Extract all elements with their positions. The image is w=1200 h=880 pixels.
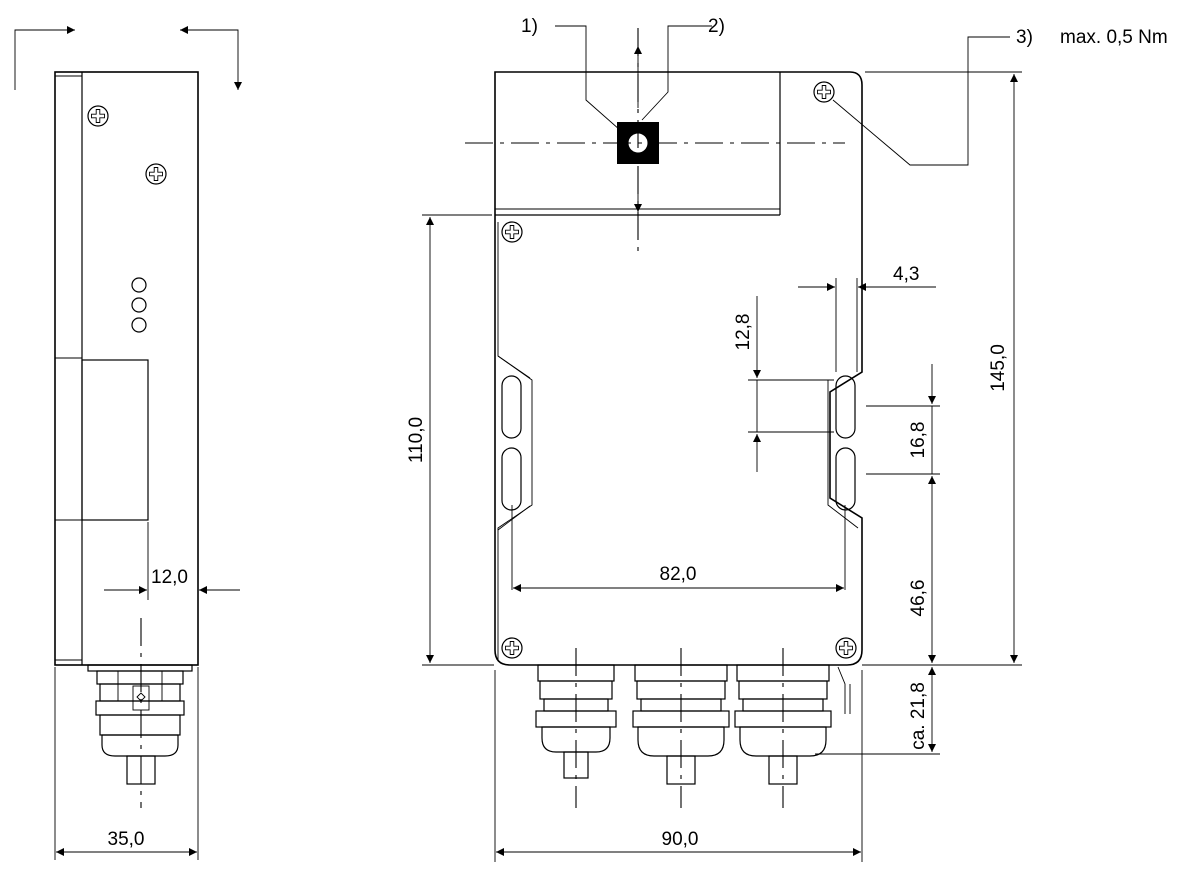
torque-note: max. 0,5 Nm: [1060, 27, 1168, 48]
section-marker-left: [14, 26, 75, 90]
cable-gland-3: [734, 648, 832, 808]
callout-3: 3): [1016, 27, 1033, 48]
section-marker-right: [180, 26, 242, 90]
dimension-side-width: 35,0: [108, 829, 145, 850]
side-cable-gland: [87, 618, 193, 808]
mount-slot: [501, 447, 522, 511]
screw-icon: [145, 163, 167, 185]
screw-icon: [835, 637, 857, 659]
cable-gland-1: [535, 648, 617, 808]
dimension-slot-spacing: 16,8: [908, 422, 929, 459]
callout-2: 2): [708, 16, 725, 37]
led-indicator: [131, 297, 147, 313]
dimension-total-height: 145,0: [988, 344, 1009, 392]
screw-icon: [87, 105, 109, 127]
cable-gland-2: [632, 648, 730, 808]
mount-slot: [835, 447, 856, 511]
dimension-body-height: 110,0: [406, 417, 427, 463]
dimension-gland-height: ca. 21,8: [908, 682, 929, 750]
screw-icon: [501, 637, 523, 659]
led-indicator: [131, 317, 147, 333]
side-label-recess: [81, 359, 149, 521]
dimension-cable-offset: 12,0: [151, 567, 188, 588]
dimension-mount-spacing: 82,0: [660, 564, 697, 585]
front-body: [494, 215, 863, 666]
side-view: 35,0 12,0: [14, 26, 242, 860]
mount-slot: [835, 375, 856, 439]
front-view: 1) 2) 3) max. 0,5 Nm: [406, 16, 1168, 862]
screw-icon: [813, 81, 835, 103]
dimension-overall-width: 90,0: [662, 829, 699, 850]
screw-icon: [501, 221, 523, 243]
callout-1: 1): [521, 16, 538, 37]
dimension-slot-width: 4,3: [893, 264, 919, 285]
dimension-lower-offset: 46,6: [908, 580, 929, 617]
ground-pin: [837, 666, 851, 714]
mount-slot: [501, 375, 522, 439]
dimension-slot-length: 12,8: [733, 314, 754, 351]
front-lid: [494, 71, 863, 215]
led-indicator: [131, 277, 147, 293]
